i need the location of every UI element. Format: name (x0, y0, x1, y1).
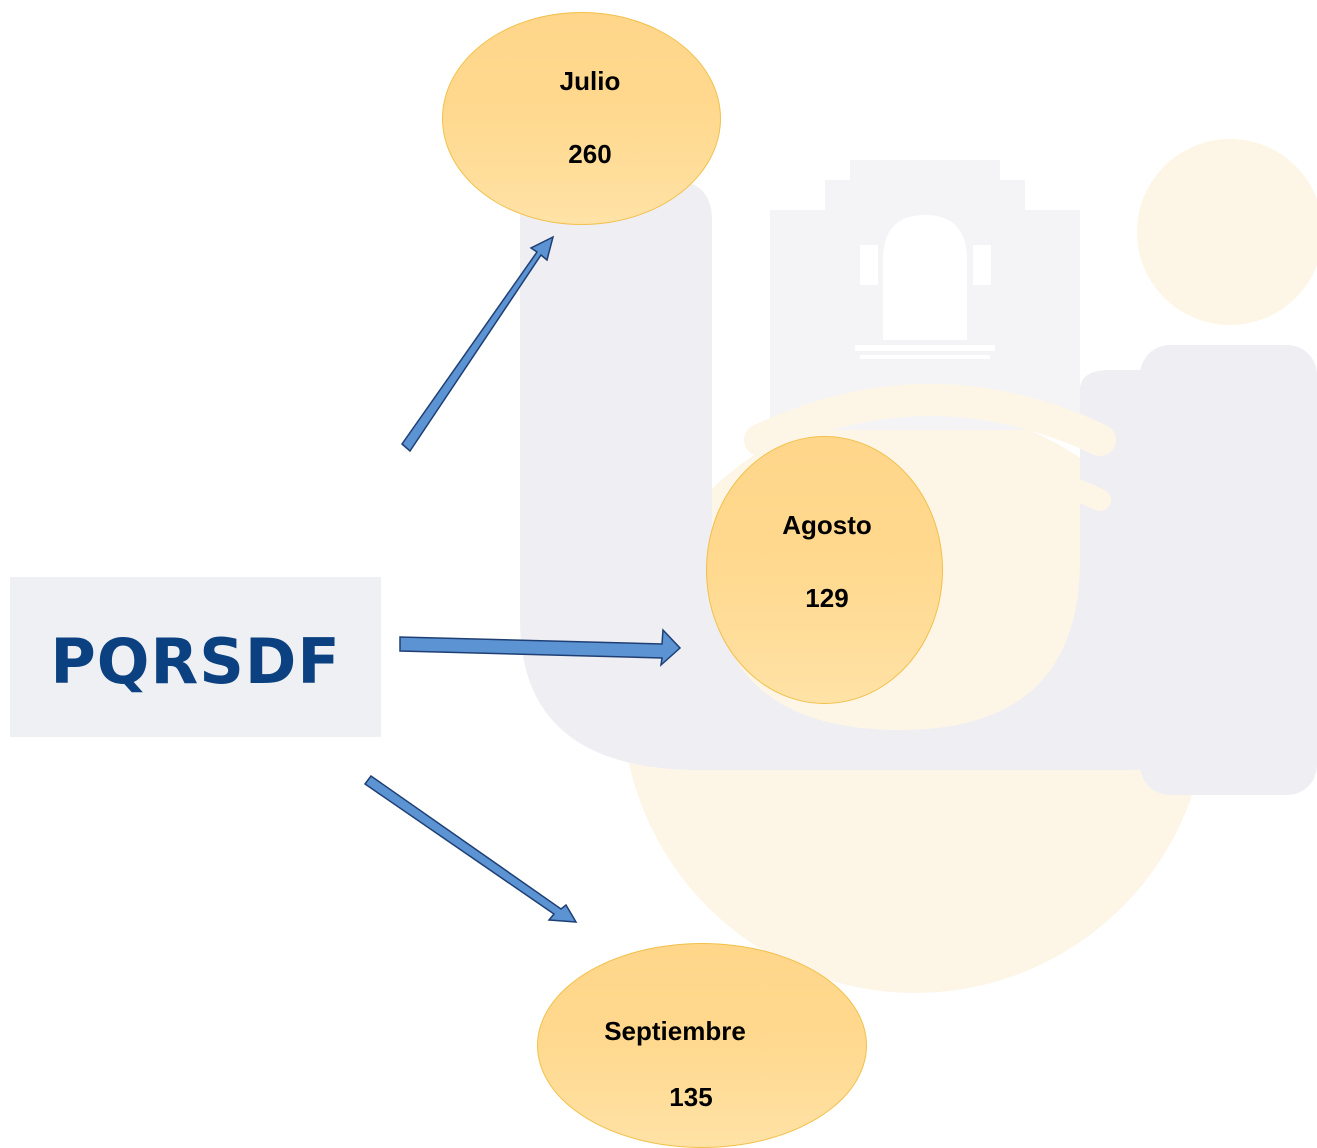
watermark-column (940, 470, 978, 710)
arrow-to-julio (400, 235, 555, 453)
month-name-agosto: Agosto (782, 510, 872, 540)
watermark-column (1000, 470, 1038, 660)
watermark-gray-pillar (1140, 345, 1317, 795)
pqrsdf-logo: PQRSDF (10, 577, 381, 737)
month-name-julio: Julio (559, 66, 621, 96)
month-name-septiembre: Septiembre (604, 1016, 746, 1046)
watermark-gray-u-shape (520, 180, 1220, 770)
month-bubble-julio (442, 12, 721, 225)
month-bubble-septiembre (537, 943, 867, 1148)
month-bubble-agosto (706, 436, 943, 704)
month-value-septiembre: 135 (669, 1082, 713, 1112)
arrow-to-agosto (399, 628, 682, 667)
month-value-agosto: 129 (805, 583, 849, 613)
pqrsdf-logo-text: PQRSDF (50, 624, 341, 698)
month-value-julio: 260 (568, 139, 612, 169)
watermark-building-details (855, 215, 995, 359)
watermark-cream-dot (1137, 139, 1317, 325)
watermark-building (770, 160, 1080, 430)
watermark-cream-arc (744, 384, 1116, 456)
arrow-to-septiembre (363, 774, 578, 923)
